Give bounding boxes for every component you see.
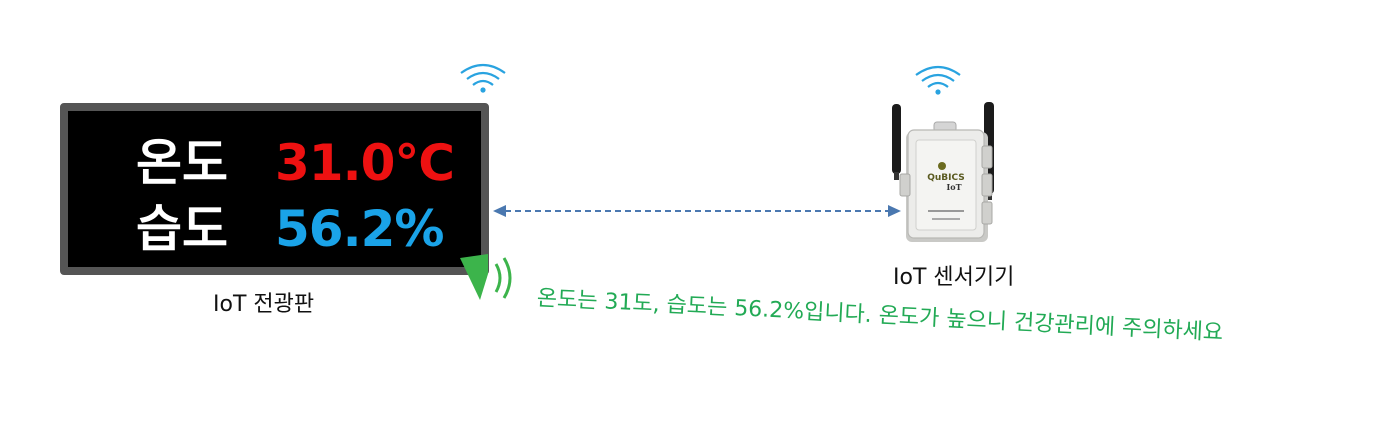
temperature-value: 31.0℃	[275, 134, 455, 192]
wifi-icon	[915, 65, 961, 95]
sensor-logo-text: QuBICS	[927, 173, 965, 183]
temperature-label: 온도	[136, 134, 228, 192]
speaker-icon	[460, 254, 512, 300]
sensor-logo-sub: IoT	[946, 182, 961, 192]
led-display-board: 온도 31.0℃ 습도 56.2%	[60, 103, 489, 275]
iot-sensor-device: QuBICS IoT	[884, 94, 1004, 254]
sensor-caption: IoT 센서기기	[893, 265, 1015, 290]
humidity-value: 56.2%	[275, 200, 444, 258]
board-caption: IoT 전광판	[213, 292, 315, 317]
bidirectional-arrow-icon	[493, 205, 901, 217]
wifi-icon	[460, 63, 506, 93]
voice-announcement-text: 온도는 31도, 습도는 56.2%입니다. 온도가 높으니 건강관리에 주의하…	[536, 286, 1224, 346]
temperature-row: 온도 31.0℃	[68, 133, 481, 197]
sensor-device-illustration: QuBICS IoT	[892, 102, 994, 242]
humidity-label: 습도	[136, 200, 228, 258]
humidity-row: 습도 56.2%	[68, 199, 481, 263]
